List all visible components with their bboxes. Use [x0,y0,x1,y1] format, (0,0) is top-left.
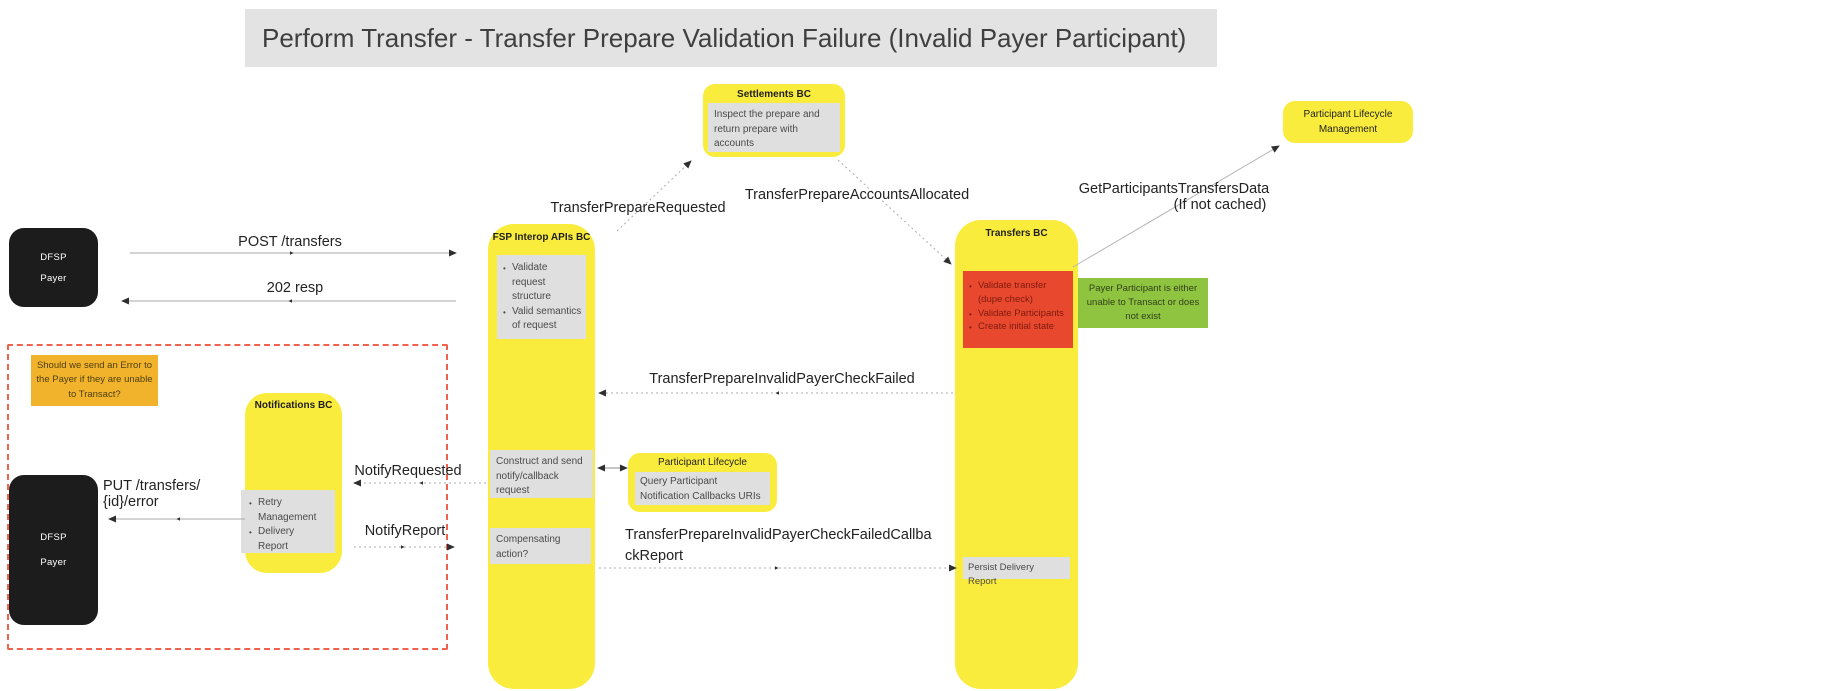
fsp-construct-box: Construct and send notify/callback reque… [490,450,593,498]
notifications-bc-title: Notifications BC [254,400,333,411]
label-line: {id}/error [103,494,159,510]
fsp-interop-apis-bc-column[interactable]: FSP Interop APIs BC Validate request str… [488,224,595,689]
list-item: Validate request structure [501,261,582,305]
list-item: Valid semantics of request [501,305,582,334]
dfsp-payer-top[interactable]: DFSP Payer [9,228,98,307]
orange-note[interactable]: Should we send an Error to the Payer if … [31,355,158,406]
transfers-bc-column[interactable]: Transfers BC Validate transfer (dupe che… [955,220,1078,689]
notifications-bc-box[interactable]: Notifications BC Retry Management Delive… [241,393,342,573]
label-line: PUT /transfers/ [103,478,201,494]
persist-delivery-report-box: Persist Delivery Report [963,557,1070,587]
label-notify-requested[interactable]: NotifyRequested [354,463,462,479]
participant-lifecycle-title: Participant Lifecycle [658,457,747,468]
settlements-bc-box[interactable]: Settlements BC Inspect the prepare and r… [703,84,845,157]
arrow-transfer-prepare-accounts-allocated[interactable] [837,159,952,265]
participant-lifecycle-box[interactable]: Participant Lifecycle Query Participant … [628,453,777,512]
participant-lifecycle-body: Query Participant Notification Callbacks… [635,472,770,505]
arrow-transfer-prepare-requested[interactable] [616,160,692,232]
settlements-bc-body: Inspect the prepare and return prepare w… [708,103,840,152]
label-callback-report[interactable]: TransferPrepareInvalidPayerCheckFailedCa… [625,527,932,564]
transfers-bc-title: Transfers BC [985,228,1048,239]
list-item: Validate transfer (dupe check) [967,279,1069,307]
list-item: Create initial state [967,320,1069,334]
dashed-region[interactable] [7,344,448,650]
label-transfer-prepare-requested[interactable]: TransferPrepareRequested [550,200,726,216]
green-note[interactable]: Payer Participant is either unable to Tr… [1078,278,1208,328]
label-put-transfers-error[interactable]: PUT /transfers/ {id}/error [103,478,233,510]
list-item: Retry Management [247,496,321,525]
fsp-interop-apis-bc-title: FSP Interop APIs BC [492,232,591,243]
fsp-compensating-box: Compensating action? [490,528,591,564]
notifications-list: Retry Management Delivery Report [247,496,321,554]
label-transfer-prepare-accounts-allocated[interactable]: TransferPrepareAccountsAllocated [744,187,970,203]
fsp-validate-list: Validate request structure Valid semanti… [501,261,582,334]
fsp-validate-box: Validate request structure Valid semanti… [497,255,586,339]
list-item: Delivery Report [247,525,321,554]
participant-lifecycle-management-box[interactable]: Participant Lifecycle Management [1283,101,1413,143]
label-post-transfers[interactable]: POST /transfers [238,234,342,250]
actor-label: DFSP [40,251,67,263]
actor-label: Payer [40,557,67,568]
label-if-not-cached[interactable]: (If not cached) [1173,197,1267,213]
settlements-bc-title: Settlements BC [737,89,811,100]
diagram-title[interactable]: Perform Transfer - Transfer Prepare Vali… [245,9,1217,67]
label-invalid-payer-check-failed[interactable]: TransferPrepareInvalidPayerCheckFailed [649,371,915,387]
label-get-participants-transfers-data[interactable]: GetParticipantsTransfersData [1078,181,1270,197]
label-202-resp[interactable]: 202 resp [266,280,324,296]
transfers-red-list: Validate transfer (dupe check) Validate … [967,279,1069,334]
transfers-red-box: Validate transfer (dupe check) Validate … [963,271,1073,348]
list-item: Validate Participants [967,307,1069,321]
dfsp-payer-bottom[interactable]: DFSP Payer [9,475,98,625]
notifications-body-box: Retry Management Delivery Report [241,490,335,553]
actor-label: Payer [40,272,67,284]
actor-label: DFSP [40,532,67,543]
label-notify-report[interactable]: NotifyReport [364,523,446,539]
